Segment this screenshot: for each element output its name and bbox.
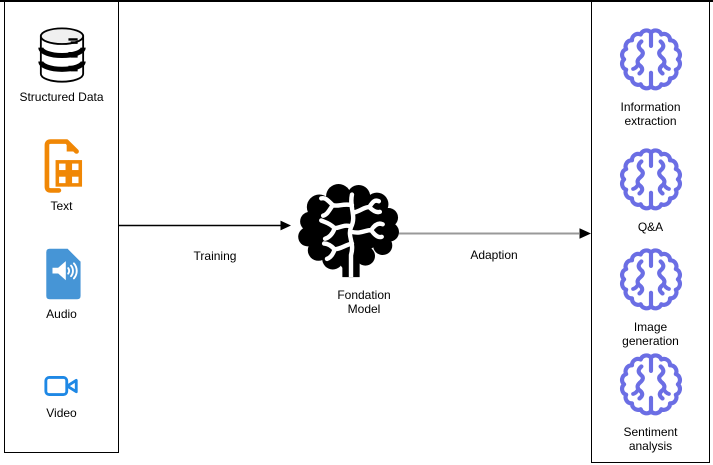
database-icon <box>37 27 86 83</box>
node-label: Video <box>46 406 77 420</box>
inputs-panel[interactable]: Structured Data Text <box>4 1 119 453</box>
audio-document-icon <box>45 248 81 300</box>
node-label: Sentiment analysis <box>623 425 678 454</box>
brain-top-icon <box>619 144 683 216</box>
node-label: Text <box>50 199 73 213</box>
node-label: Q&A <box>637 220 664 234</box>
node-image-generation[interactable]: Image generation <box>592 244 709 349</box>
node-qa[interactable]: Q&A <box>592 144 709 234</box>
video-camera-icon <box>43 376 78 396</box>
node-video[interactable]: Video <box>5 373 118 420</box>
node-text[interactable]: Text <box>5 139 118 213</box>
node-sentiment-analysis[interactable]: Sentiment analysis <box>592 349 709 454</box>
brain-side-icon <box>298 184 399 278</box>
node-label: Fondation Model <box>337 288 391 317</box>
node-label: Information extraction <box>620 100 681 129</box>
brain-top-icon <box>619 24 683 96</box>
adaption-edge-label[interactable]: Adaption <box>470 248 518 262</box>
node-audio[interactable]: Audio <box>5 247 118 321</box>
brain-top-icon <box>619 244 683 316</box>
outputs-panel[interactable]: Information extraction Q&A Image generat… <box>591 1 710 463</box>
training-arrow[interactable] <box>119 220 291 231</box>
node-label: Image generation <box>622 320 679 349</box>
brain-top-icon <box>619 349 683 421</box>
text-document-icon <box>44 139 82 193</box>
node-information-extraction[interactable]: Information extraction <box>592 24 709 129</box>
training-edge-label[interactable]: Training <box>193 249 237 263</box>
node-foundation-model[interactable]: Fondation Model <box>294 184 434 317</box>
node-label: Audio <box>46 307 77 321</box>
top-border-line <box>0 0 713 2</box>
node-label: Structured Data <box>19 90 104 104</box>
node-structured-data[interactable]: Structured Data <box>5 27 118 104</box>
